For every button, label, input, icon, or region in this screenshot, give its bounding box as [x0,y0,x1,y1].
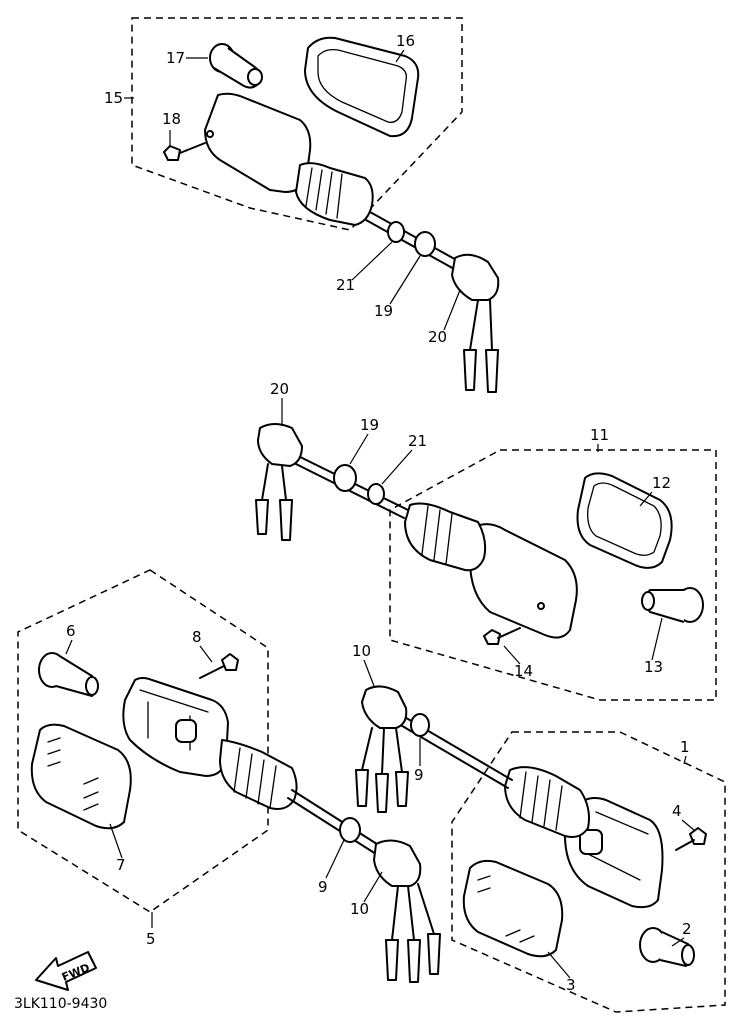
assembly-group-5: 5 6 7 8 [17,569,298,948]
callout-12: 12 [652,474,671,492]
callout-10-lower: 10 [350,900,369,918]
callout-18: 18 [162,110,181,128]
bulb-17 [209,43,263,89]
lens-3 [462,859,564,958]
callout-8: 8 [192,628,202,646]
bulb-2 [639,927,695,967]
screw-14 [483,627,521,645]
callout-6: 6 [66,622,76,640]
stalk-hardware-5: 9 10 [287,789,441,983]
grommet-19-top [414,231,436,257]
callout-9-lower: 9 [318,878,328,896]
grommet-19-mid [333,464,357,492]
stalk-hardware-11: 20 19 21 [255,380,427,541]
fwd-arrow-icon: FWD [35,951,97,991]
screw-4 [675,827,707,851]
callout-15: 15 [104,89,123,107]
stalk-hardware-1: 10 9 [352,642,513,813]
callout-16: 16 [396,32,415,50]
washer-21-mid [367,483,385,505]
bulb-6 [38,652,99,697]
grommet-9-upper [410,713,430,737]
callout-21-mid: 21 [408,432,427,450]
callout-20-top: 20 [428,328,447,346]
boot-20-mid [257,423,303,467]
figure-code: 3LK110-9430 [14,996,107,1012]
callout-5: 5 [146,930,156,948]
callout-21-top: 21 [336,276,355,294]
callout-13: 13 [644,658,663,676]
callout-20-mid: 20 [270,380,289,398]
callout-4: 4 [672,802,682,820]
callout-3: 3 [566,976,576,994]
callout-2: 2 [682,920,692,938]
housing-1 [504,766,664,909]
stalk-hardware-15: 21 19 20 [336,211,500,393]
assembly-group-11: 11 12 13 14 [389,426,717,701]
boot-20-top [451,253,500,301]
boot-10-upper [361,685,408,729]
callout-1: 1 [680,738,690,756]
callout-14: 14 [514,662,533,680]
callout-17: 17 [166,49,185,67]
callout-9-upper: 9 [414,766,424,784]
housing-15 [204,92,374,226]
screw-18 [163,142,206,161]
callout-19-top: 19 [374,302,393,320]
washer-21-top [387,221,405,243]
boot-10-lower [373,839,422,887]
bulb-13 [641,587,704,623]
callout-11: 11 [590,426,609,444]
housing-11 [469,523,578,639]
callout-10-upper: 10 [352,642,371,660]
callout-7: 7 [116,856,126,874]
lens-7 [30,723,132,830]
lens-16 [304,36,420,138]
assembly-group-1: 1 2 3 4 [451,731,726,1013]
grommet-9-lower [339,817,361,843]
assembly-group-15: 15 16 17 18 [104,17,463,231]
housing-5 [122,677,298,810]
screw-8 [199,653,239,679]
callout-19-mid: 19 [360,416,379,434]
